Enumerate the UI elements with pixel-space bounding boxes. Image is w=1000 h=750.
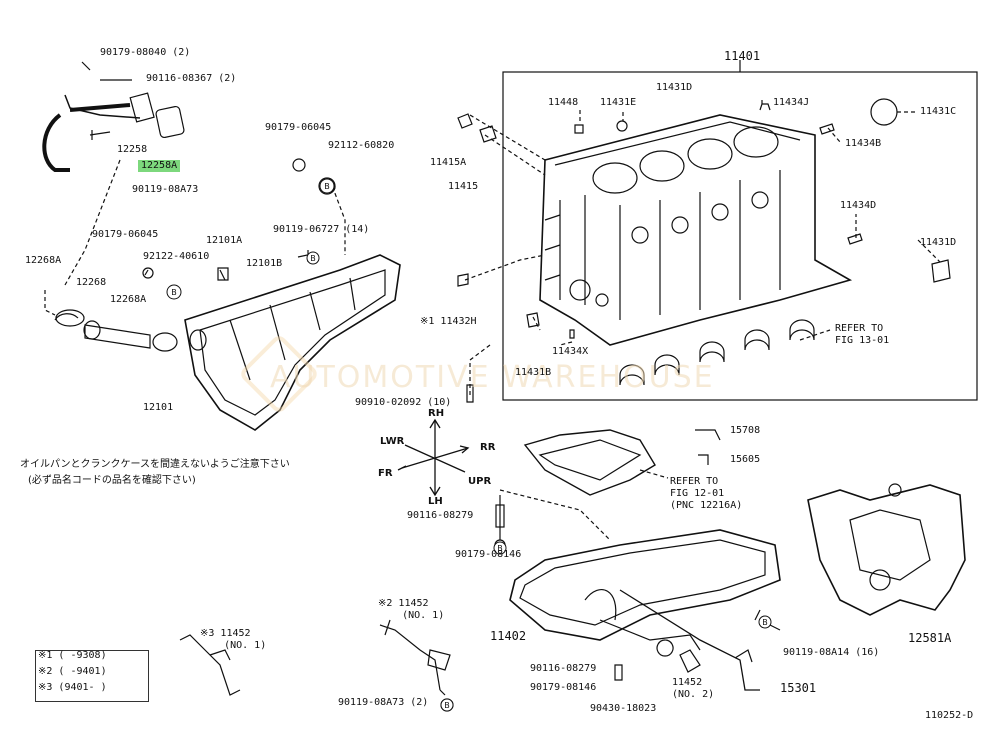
label-11431C[interactable]: 11431C — [920, 106, 957, 117]
label-11431B[interactable]: 11431B — [515, 367, 552, 378]
hose-12268 — [54, 309, 178, 352]
note-line-1: オイルパンとクランクケースを間違えないようご注意下さい — [20, 459, 290, 470]
bracket-12581A — [807, 483, 966, 616]
label-90116-08279-upper[interactable]: 90116-08279 — [407, 510, 474, 521]
label-90116-08367[interactable]: 90116-08367 (2) — [146, 73, 237, 84]
marker-b-1 — [319, 178, 335, 194]
label-refer-fig-13-01[interactable]: REFER TO FIG 13-01 — [835, 323, 890, 346]
label-92122-40610[interactable]: 92122-40610 — [143, 251, 210, 262]
crank-bearings — [619, 319, 815, 386]
label-12101B[interactable]: 12101B — [246, 258, 283, 269]
label-12101[interactable]: 12101 — [143, 402, 174, 413]
label-12258[interactable]: 12258 — [117, 144, 148, 155]
reference-box — [35, 650, 149, 702]
marker-b-5 — [493, 541, 507, 555]
label-90179-08146-lower[interactable]: 90179-08146 — [530, 682, 597, 693]
direction-lwr: LWR — [380, 436, 405, 447]
sensor-harness-star2 — [379, 619, 451, 696]
label-90179-08040[interactable]: 90179-08040 (2) — [100, 47, 191, 58]
svg-text:B: B — [324, 182, 330, 191]
reference-3: ※3 (9401- ) — [38, 682, 107, 693]
marker-b-6 — [758, 615, 772, 629]
label-12268A-left[interactable]: 12268A — [25, 255, 62, 266]
marker-b-4 — [440, 698, 454, 712]
label-11434D[interactable]: 11434D — [840, 200, 877, 211]
label-12101A[interactable]: 12101A — [206, 235, 243, 246]
label-90910-02092[interactable]: 90910-02092 (10) — [355, 397, 452, 408]
label-11401[interactable]: 11401 — [724, 49, 761, 63]
svg-text:B: B — [310, 254, 316, 263]
label-12268[interactable]: 12268 — [76, 277, 107, 288]
label-90119-08A73[interactable]: 90119-08A73 — [132, 184, 199, 195]
reference-1: ※1 ( -9308) — [38, 650, 107, 661]
label-11434B[interactable]: 11434B — [845, 138, 882, 149]
label-11432H[interactable]: ※1 11432H — [420, 316, 477, 327]
label-11452-no2[interactable]: 11452 (NO. 2) — [672, 677, 715, 700]
label-11415A[interactable]: 11415A — [430, 157, 467, 168]
svg-text:B: B — [762, 618, 768, 627]
direction-rr: RR — [480, 442, 496, 453]
label-refer-fig-12-01[interactable]: REFER TO FIG 12-01 (PNC 12216A) — [670, 476, 743, 511]
direction-rh: RH — [428, 408, 445, 419]
marker-b-2 — [166, 284, 182, 300]
label-15605[interactable]: 15605 — [730, 454, 761, 465]
label-11452-star3[interactable]: ※3 11452 (NO. 1) — [200, 628, 267, 651]
label-12268A[interactable]: 12268A — [110, 294, 147, 305]
label-15301[interactable]: 15301 — [780, 681, 817, 695]
direction-indicator — [397, 418, 470, 497]
label-90119-06727[interactable]: 90119-06727 (14) — [273, 224, 370, 235]
label-11434X[interactable]: 11434X — [552, 346, 589, 357]
sensor-harness-star3 — [179, 634, 241, 696]
label-11448[interactable]: 11448 — [548, 97, 579, 108]
pipe-assembly-top-left — [42, 61, 185, 172]
label-15708[interactable]: 15708 — [730, 425, 761, 436]
label-11402[interactable]: 11402 — [490, 629, 527, 643]
svg-text:B: B — [171, 288, 177, 297]
reference-2: ※2 ( -9401) — [38, 666, 107, 677]
svg-text:B: B — [497, 544, 503, 553]
label-90119-08A73-2[interactable]: 90119-08A73 (2) — [338, 697, 429, 708]
label-11415[interactable]: 11415 — [448, 181, 479, 192]
oil-pan-drawing — [509, 529, 781, 651]
diagram-id: 110252-D — [925, 710, 974, 721]
svg-text:B: B — [444, 701, 450, 710]
note-line-2: (必ず品名コードの品名を確認下さい) — [28, 475, 196, 486]
label-11431D-right[interactable]: 11431D — [920, 237, 957, 248]
label-11452-star2[interactable]: ※2 11452 (NO. 1) — [378, 598, 445, 621]
label-11434J[interactable]: 11434J — [773, 97, 810, 108]
direction-upr: UPR — [468, 476, 492, 487]
label-90179-06045-top[interactable]: 90179-06045 — [265, 122, 332, 133]
direction-lh: LH — [428, 496, 443, 507]
crankcase-drawing — [184, 254, 401, 431]
label-90119-08A14[interactable]: 90119-08A14 (16) — [783, 647, 880, 658]
label-11431E[interactable]: 11431E — [600, 97, 637, 108]
label-90430-18023[interactable]: 90430-18023 — [590, 703, 657, 714]
label-90179-08146-upper[interactable]: 90179-08146 — [455, 549, 522, 560]
label-92112-60820[interactable]: 92112-60820 — [328, 140, 395, 151]
label-90179-06045-left[interactable]: 90179-06045 — [92, 229, 159, 240]
cylinder-block-drawing — [526, 98, 951, 346]
label-11431D-top[interactable]: 11431D — [656, 82, 693, 93]
marker-b-3 — [306, 251, 320, 265]
label-12581A[interactable]: 12581A — [908, 631, 952, 645]
direction-fr: FR — [378, 468, 393, 479]
label-90116-08279-lower[interactable]: 90116-08279 — [530, 663, 597, 674]
label-12258A-highlighted[interactable]: 12258A — [138, 160, 181, 172]
